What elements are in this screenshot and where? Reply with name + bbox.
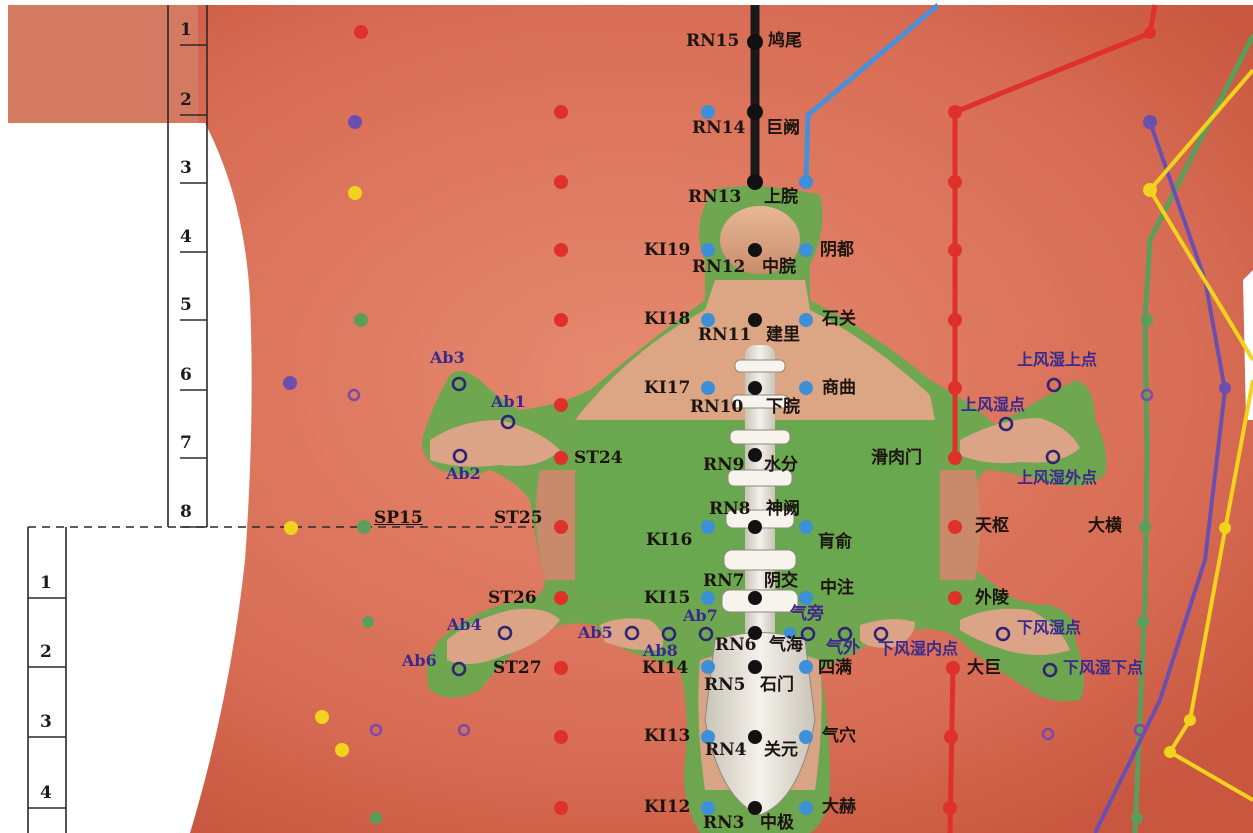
stomach-right-huaroumen: 滑肉门 xyxy=(871,450,922,467)
label-xia-fengshi-neidian: 下风湿内点 xyxy=(878,641,958,657)
kidney-right-shiguan: 石关 xyxy=(822,311,856,328)
ruler-upper-2: 2 xyxy=(180,92,192,109)
label-qipang: 气旁 xyxy=(790,606,824,623)
ren-name-14: 巨阙 xyxy=(766,120,800,137)
ruler-lower-2: 2 xyxy=(40,644,52,661)
ren-code-5: RN5 xyxy=(704,677,746,694)
ab-label-4: Ab4 xyxy=(447,617,482,633)
ren-name-11: 建里 xyxy=(766,327,800,344)
ren-code-10: RN10 xyxy=(690,399,743,416)
ren-name-7: 阴交 xyxy=(764,573,798,590)
kidney-right-yindu: 阴都 xyxy=(820,242,854,259)
spleen-daheng: 大横 xyxy=(1088,518,1122,535)
ren-code-14: RN14 xyxy=(692,120,745,137)
kidney-right-qixue: 气穴 xyxy=(822,728,856,745)
ren-name-4: 关元 xyxy=(764,742,798,759)
ren-name-5: 石门 xyxy=(760,677,794,694)
stomach-left-27: ST27 xyxy=(493,660,542,677)
ruler-upper-7: 7 xyxy=(180,435,192,452)
kidney-right-huangshu: 肓俞 xyxy=(818,534,852,551)
kidney-left-13: KI13 xyxy=(644,728,690,745)
ren-name-6: 气海 xyxy=(769,637,803,654)
ren-name-9: 水分 xyxy=(764,457,798,474)
arm-skin xyxy=(8,5,198,123)
ren-name-8: 神阙 xyxy=(766,501,800,518)
label-shang-fengshi-waidian: 上风湿外点 xyxy=(1017,470,1097,486)
ren-code-7: RN7 xyxy=(703,573,745,590)
ab-label-7: Ab7 xyxy=(683,608,718,624)
ren-code-6: RN6 xyxy=(715,637,757,654)
ren-code-9: RN9 xyxy=(703,457,745,474)
stomach-right-daju: 大巨 xyxy=(967,660,1001,677)
ab-label-1: Ab1 xyxy=(491,394,526,410)
kidney-left-12: KI12 xyxy=(644,799,690,816)
ren-code-8: RN8 xyxy=(709,501,751,518)
ren-code-12: RN12 xyxy=(692,259,745,276)
ren-code-15: RN15 xyxy=(686,33,739,50)
ren-name-15: 鸠尾 xyxy=(768,33,802,50)
ruler-lower-1: 1 xyxy=(40,575,52,592)
ab-label-2: Ab2 xyxy=(446,466,481,482)
stomach-right-tianshu: 天枢 xyxy=(975,518,1009,535)
ruler-lower-4: 4 xyxy=(40,785,52,802)
kidney-left-14: KI14 xyxy=(642,660,688,677)
kidney-right-shangqu: 商曲 xyxy=(822,380,856,397)
ab-label-5: Ab5 xyxy=(578,625,613,641)
ruler-lower-3: 3 xyxy=(40,714,52,731)
kidney-left-17: KI17 xyxy=(644,380,690,397)
label-xia-fengshi-dian: 下风湿点 xyxy=(1017,620,1081,636)
stomach-left-26: ST26 xyxy=(488,590,537,607)
stomach-left-24: ST24 xyxy=(574,450,623,467)
kidney-right-zhongzhu: 中注 xyxy=(820,580,854,597)
kidney-left-15: KI15 xyxy=(644,590,690,607)
ruler-upper-3: 3 xyxy=(180,160,192,177)
ren-name-3: 中极 xyxy=(760,815,794,832)
label-xia-fengshi-xiadian: 下风湿下点 xyxy=(1063,660,1143,676)
ren-name-13: 上脘 xyxy=(764,189,798,206)
kidney-right-dahe: 大赫 xyxy=(822,799,856,816)
stomach-right-wailing: 外陵 xyxy=(975,590,1009,607)
ren-code-13: RN13 xyxy=(688,189,741,206)
stomach-left-25: ST25 xyxy=(494,510,543,527)
ab-label-3: Ab3 xyxy=(430,350,465,366)
kidney-right-siman: 四满 xyxy=(818,660,852,677)
ruler-upper-1: 1 xyxy=(180,22,192,39)
label-shang-fengshi-dian: 上风湿点 xyxy=(961,397,1025,413)
kidney-left-18: KI18 xyxy=(644,311,690,328)
ren-name-12: 中脘 xyxy=(762,259,796,276)
kidney-left-16: KI16 xyxy=(646,532,692,549)
ren-name-10: 下脘 xyxy=(766,399,800,416)
ab-label-8: Ab8 xyxy=(643,643,678,659)
spleen-sp15: SP15 xyxy=(374,510,423,527)
ren-code-11: RN11 xyxy=(698,327,751,344)
ruler-upper-5: 5 xyxy=(180,297,192,314)
label-shang-fengshi-shangdian: 上风湿上点 xyxy=(1017,352,1097,368)
ren-code-4: RN4 xyxy=(705,742,747,759)
kidney-left-19: KI19 xyxy=(644,242,690,259)
label-qiwai: 气外 xyxy=(826,640,860,657)
ab-label-6: Ab6 xyxy=(402,653,437,669)
ruler-upper-6: 6 xyxy=(180,367,192,384)
ruler-upper-8: 8 xyxy=(180,504,192,521)
ruler-upper-4: 4 xyxy=(180,229,192,246)
ren-code-3: RN3 xyxy=(703,815,745,832)
